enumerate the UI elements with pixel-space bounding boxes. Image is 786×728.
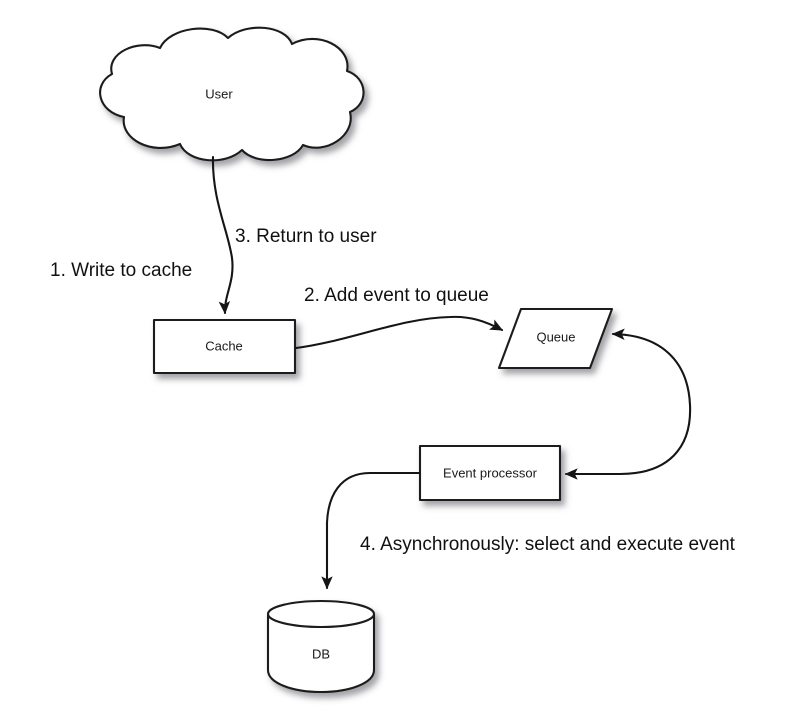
- node-db[interactable]: DB: [266, 599, 376, 694]
- db-top-ellipse: [266, 599, 376, 629]
- cloud-shape: [99, 26, 365, 162]
- step-label-2: 2. Add event to queue: [304, 285, 489, 306]
- node-queue-label: Queue: [536, 329, 575, 344]
- node-queue[interactable]: Queue: [497, 307, 614, 370]
- node-user-label: User: [205, 86, 233, 101]
- edge-queue-event-processor[interactable]: [564, 328, 692, 480]
- cache-shape: [152, 318, 297, 375]
- edge-event-processor-to-db[interactable]: [321, 471, 421, 590]
- node-event-processor[interactable]: Event processor: [418, 444, 562, 502]
- node-event-processor-label: Event processor: [443, 465, 538, 480]
- edge-user-to-cache[interactable]: [211, 155, 234, 315]
- edge-cache-to-queue[interactable]: [294, 315, 504, 350]
- db-body: [266, 613, 376, 694]
- step-label-3: 3. Return to user: [235, 226, 377, 247]
- step-label-1: 1. Write to cache: [50, 260, 192, 281]
- node-cache-label: Cache: [205, 338, 243, 353]
- node-cache[interactable]: Cache: [152, 318, 297, 375]
- node-db-label: DB: [312, 646, 330, 661]
- node-user[interactable]: User: [99, 26, 365, 162]
- step-label-4: 4. Asynchronously: select and execute ev…: [360, 534, 736, 555]
